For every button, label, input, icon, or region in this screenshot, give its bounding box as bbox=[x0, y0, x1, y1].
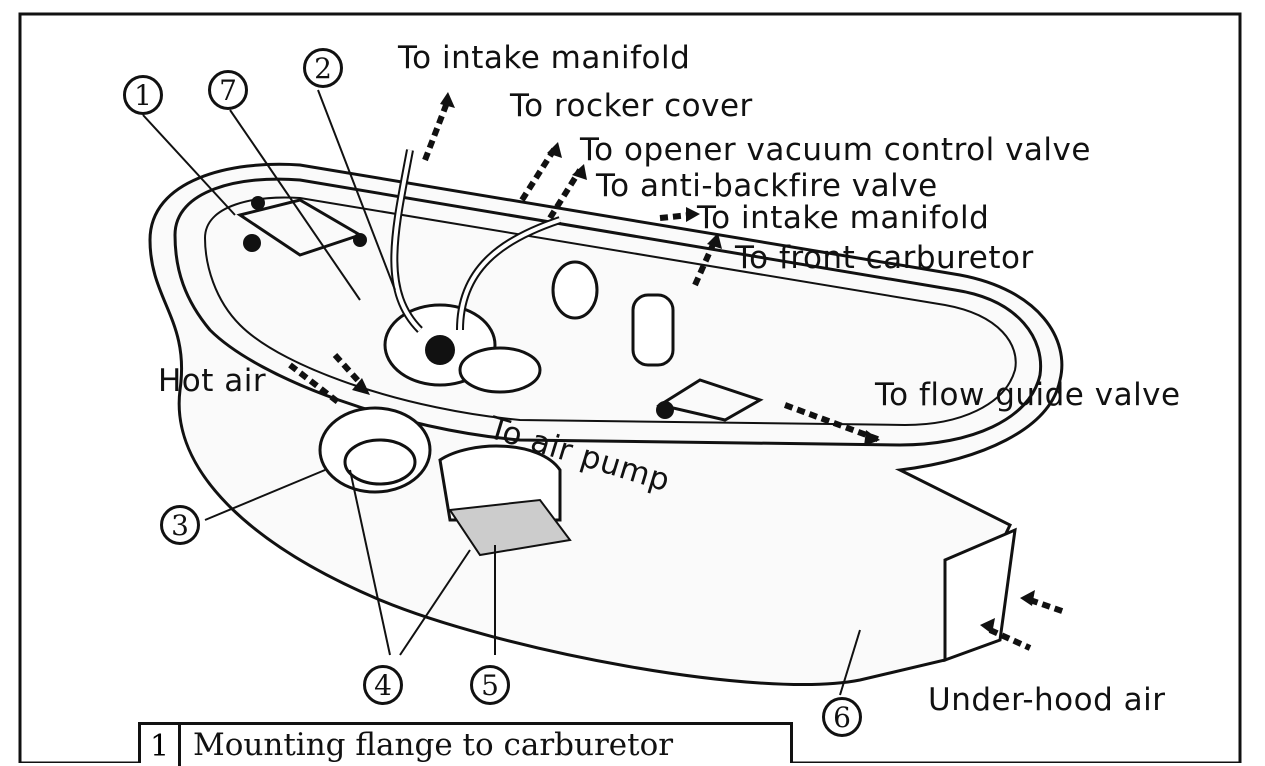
label-to-intake-manifold-2: To intake manifold bbox=[697, 200, 990, 236]
callout-4: 4 bbox=[363, 665, 403, 705]
figure-border bbox=[18, 12, 1242, 763]
legend-row1-number: 1 bbox=[141, 725, 181, 766]
label-to-front-carburetor: To front carburetor bbox=[735, 240, 1034, 276]
label-to-flow-guide-valve: To flow guide valve bbox=[875, 377, 1181, 413]
snorkel-outlet bbox=[943, 527, 1017, 663]
callout-5: 5 bbox=[470, 665, 510, 705]
callout-2: 2 bbox=[303, 48, 343, 88]
label-to-rocker-cover: To rocker cover bbox=[510, 88, 753, 124]
lid-rim bbox=[173, 177, 1043, 447]
flow-arrows bbox=[288, 98, 1066, 651]
mesh-filter bbox=[448, 498, 572, 557]
legend-row1-text: Mounting flange to carburetor bbox=[193, 727, 674, 763]
callout-6: 6 bbox=[822, 697, 862, 737]
callout-1: 1 bbox=[123, 75, 163, 115]
label-hot-air: Hot air bbox=[158, 363, 267, 399]
callout-7: 7 bbox=[208, 70, 248, 110]
callout-3: 3 bbox=[160, 505, 200, 545]
label-to-intake-manifold-top: To intake manifold bbox=[398, 40, 691, 76]
lid-inner bbox=[203, 196, 1017, 427]
clamp-right bbox=[656, 378, 764, 422]
label-to-anti-backfire: To anti-backfire valve bbox=[596, 168, 938, 204]
label-to-opener-vacuum: To opener vacuum control valve bbox=[580, 132, 1091, 168]
label-under-hood-air: Under-hood air bbox=[928, 682, 1166, 718]
legend-table: 1 Mounting flange to carburetor bbox=[138, 722, 793, 766]
air-cleaner-housing bbox=[148, 162, 1064, 686]
